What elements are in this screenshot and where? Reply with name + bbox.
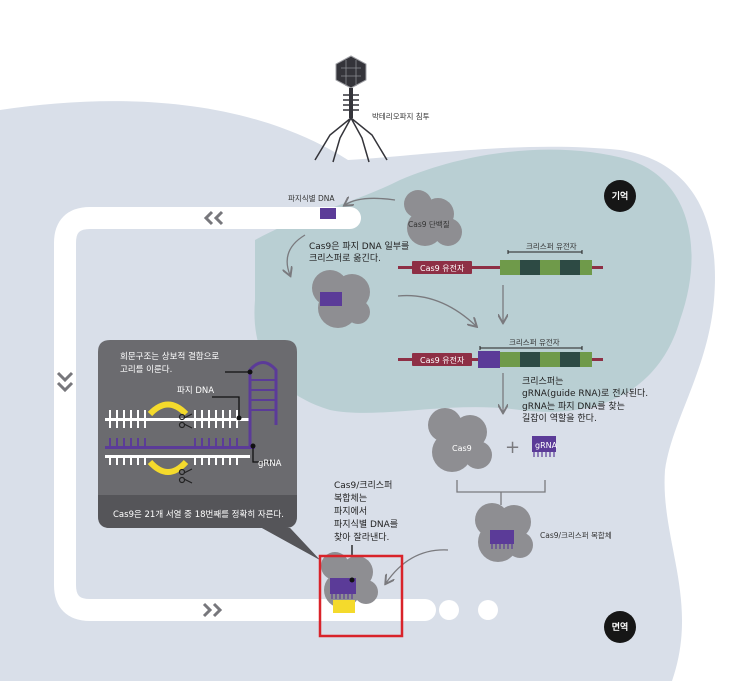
crispr-gene-label: 크리스퍼 유전자 <box>509 337 560 347</box>
arrow <box>397 294 476 326</box>
track-dot <box>439 600 459 620</box>
plus-sign: + <box>505 437 520 458</box>
transcribe-line-4: 길잡이 역할을 한다. <box>522 412 597 424</box>
bubble-grna-label: gRNA <box>258 459 282 469</box>
grna-block-label: gRNA <box>535 441 558 450</box>
leader-dot <box>236 415 242 421</box>
leader-line <box>212 396 240 418</box>
phage-dna-block <box>320 208 336 219</box>
scissors-icon <box>178 413 193 429</box>
leader-line <box>252 446 275 463</box>
arrow <box>287 234 306 275</box>
track-dot <box>478 600 498 620</box>
grna-strand <box>105 438 255 449</box>
phage-dna-label: 파지식별 DNA <box>288 193 335 203</box>
immunity-badge <box>604 611 636 643</box>
bracket <box>507 250 583 254</box>
memory-badge <box>604 180 636 212</box>
gene-strip-mid <box>398 351 603 368</box>
cut-line-5: 찾아 잘라낸다. <box>334 531 389 543</box>
cas9-protein-label: Cas9 단백질 <box>408 219 450 229</box>
cas9-arc <box>147 401 189 417</box>
bubble-cut-caption: Cas9은 21개 서열 중 18번째를 정확히 자른다. <box>113 509 284 520</box>
phage-invasion-label: 박테리오파지 침투 <box>372 111 430 121</box>
bacteriophage-icon <box>314 55 388 163</box>
complex-label: Cas9/크리스퍼 복합체 <box>540 530 612 540</box>
double-chevron-left-icon <box>203 210 224 226</box>
memory-badge-label: 기억 <box>612 190 629 202</box>
cas9-blob <box>428 408 492 472</box>
highlight-box <box>318 554 404 638</box>
cas9-gene-label: Cas9 유전자 <box>420 355 465 365</box>
immunity-badge-label: 면역 <box>612 621 629 633</box>
double-chevron-right-icon <box>202 602 223 618</box>
grna-block <box>490 530 514 544</box>
transcribe-line-3: gRNA는 파지 DNA를 찾는 <box>522 401 625 412</box>
crispr-gene-label: 크리스퍼 유전자 <box>526 241 577 251</box>
cut-line-4: 파지식별 DNA를 <box>334 519 398 530</box>
transcribe-line-2: gRNA(guide RNA)로 전사된다. <box>522 387 648 399</box>
cas9-gene-label: Cas9 유전자 <box>420 263 465 273</box>
cas9-arc <box>147 459 189 475</box>
gene-strip-top <box>398 260 603 275</box>
detail-bubble <box>98 340 320 560</box>
bracket <box>479 346 583 350</box>
bubble-hairpin-line-1: 회문구조는 상보적 결합으로 <box>120 351 219 362</box>
transcribe-line-1: 크리스퍼는 <box>522 376 563 387</box>
cas9-insert-line-2: 크리스퍼로 옮긴다. <box>309 253 381 264</box>
scissors-icon <box>178 468 193 484</box>
bubble-hairpin-line-2: 고리를 이룬다. <box>120 364 172 375</box>
bubble-phage-dna-label: 파지 DNA <box>177 386 214 396</box>
arrow <box>345 198 396 205</box>
arrow <box>386 549 449 583</box>
cas9-insert-line-1: Cas9은 파지 DNA 일부를 <box>309 241 409 252</box>
cut-site-complex <box>321 552 378 613</box>
cut-line-2: 복합체는 <box>334 493 367 504</box>
cut-line-1: Cas9/크리스퍼 <box>334 480 392 491</box>
cut-line-3: 파지에서 <box>334 506 367 517</box>
phage-dna-strand <box>105 410 250 465</box>
leader-dot <box>247 369 253 375</box>
cycle-track <box>54 207 436 621</box>
cas9-protein-blob <box>404 190 462 246</box>
grna-teeth <box>491 544 513 549</box>
leader-dot <box>250 443 256 449</box>
grna-block-icon <box>532 436 556 457</box>
cas9-label: Cas9 <box>452 444 472 453</box>
double-chevron-down-icon <box>56 371 74 393</box>
phage-dna-block <box>320 292 342 306</box>
